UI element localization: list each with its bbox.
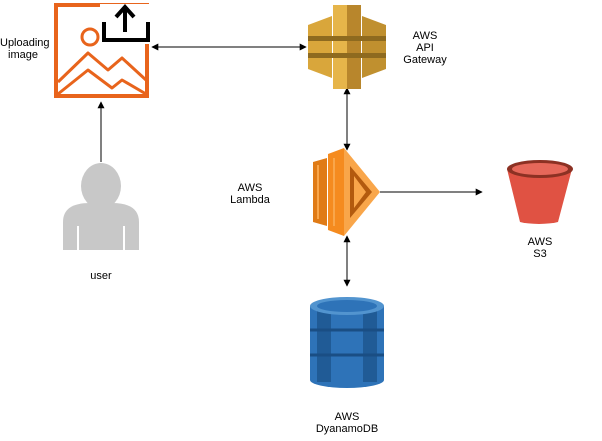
s3-label: AWS S3 (515, 236, 565, 260)
user-line-1: user (90, 270, 112, 282)
s3-line-1: AWS (527, 236, 553, 248)
dynamodb-line-2: DyanamoDB (315, 423, 379, 435)
lambda-line-2: Lambda (230, 194, 270, 206)
api-gateway-icon (308, 5, 386, 89)
dynamodb-label: AWS DyanamoDB (310, 411, 384, 435)
dynamodb-line-1: AWS (334, 411, 360, 423)
s3-line-2: S3 (533, 248, 547, 260)
api-gateway-label: AWS API Gateway (400, 30, 450, 66)
s3-bucket-icon (507, 160, 573, 224)
api-gateway-line-3: Gateway (403, 54, 447, 66)
uploading-image-line-1: Uploading (0, 37, 50, 49)
api-gateway-line-1: AWS (412, 30, 438, 42)
lambda-icon (313, 148, 380, 236)
lambda-label: AWS Lambda (222, 182, 278, 206)
user-label: user (80, 270, 122, 282)
image-upload-icon (54, 3, 150, 98)
uploading-image-line-2: image (8, 49, 38, 61)
api-gateway-line-2: API (416, 42, 434, 54)
uploading-image-label: Uploading image (0, 37, 50, 61)
lambda-line-1: AWS (237, 182, 263, 194)
dynamodb-icon (310, 297, 384, 388)
user-icon (63, 163, 139, 250)
